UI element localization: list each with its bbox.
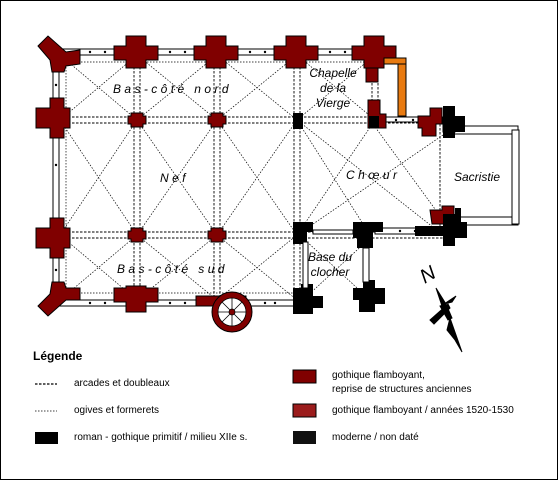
label-chapelle-line2: de la [319, 81, 347, 95]
label-bas-cote-sud: Bas-côté sud [117, 262, 228, 276]
label-bas-cote-nord: Bas-côté nord [113, 82, 232, 96]
legend-title: Légende [33, 349, 83, 363]
bell-tower-walls [302, 229, 370, 289]
label-base-clocher-line1: Base du [307, 250, 353, 264]
legend-flamboyant-reprise-2: reprise de structures anciennes [332, 384, 472, 395]
legend-moderne: moderne / non daté [332, 432, 419, 443]
label-base-clocher: Base du clocher [304, 250, 356, 280]
legend-flamboyant-reprise-1: gothique flamboyant, [332, 370, 425, 381]
label-sacristie: Sacristie [454, 170, 501, 184]
ogive-lines [59, 54, 444, 301]
north-arrow [429, 287, 463, 353]
legend-roman: roman - gothique primitif / milieu XIIe … [74, 432, 248, 443]
legend-arcades: arcades et doubleaux [74, 378, 170, 389]
roman-structures [293, 106, 467, 314]
legend-flamboyant-1520: gothique flamboyant / années 1520-1530 [332, 405, 514, 416]
label-base-clocher-line2: clocher [310, 265, 350, 279]
label-choeur: Chœur [346, 168, 401, 182]
label-chapelle-line1: Chapelle [309, 66, 357, 80]
legend-graphics [35, 369, 317, 444]
staircase-turret [217, 297, 247, 327]
chapel-wall [383, 57, 407, 117]
label-chapelle: Chapelle de la Vierge [305, 66, 361, 111]
wall-ornaments [54, 50, 417, 305]
legend-ogives: ogives et formerets [74, 405, 160, 416]
flamboyant-structures [35, 35, 456, 333]
label-nef: Nef [160, 171, 189, 185]
label-chapelle-line3: Vierge [315, 96, 351, 110]
